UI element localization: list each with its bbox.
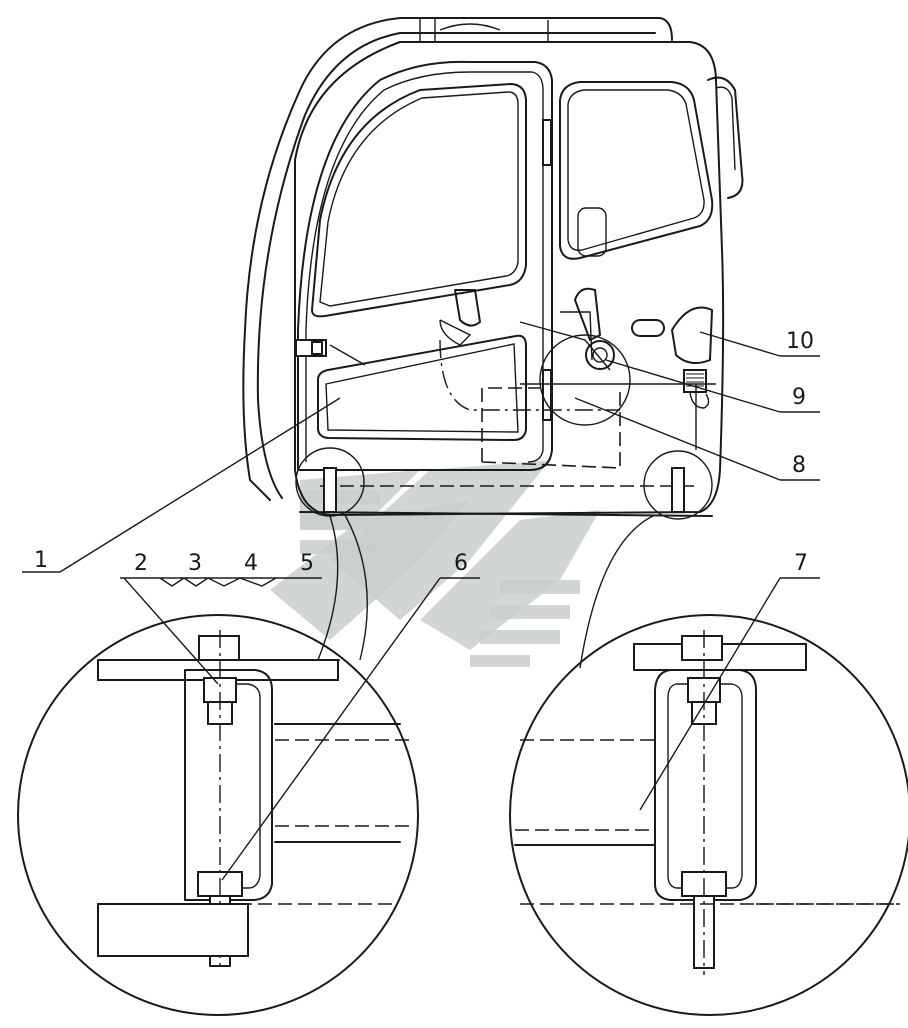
mount-bolt-left <box>323 467 337 513</box>
door-stopper-assembly <box>439 287 631 426</box>
door-upper-window <box>311 83 527 318</box>
callout-2: 2 <box>134 551 148 576</box>
door-lock-switch <box>311 341 323 355</box>
door-lower-window <box>317 334 527 441</box>
detail-left-bolt-head <box>198 635 240 661</box>
callout-7: 7 <box>794 551 808 576</box>
callout-9: 9 <box>792 385 806 410</box>
callout-1: 1 <box>34 548 48 573</box>
callout-labels: 1 2 3 4 5 6 7 8 9 10 <box>34 329 814 576</box>
window-latch <box>577 207 607 257</box>
floor-outline-dashed <box>481 387 621 469</box>
detail-right-bolt-head <box>681 635 723 661</box>
vent-slot <box>631 319 665 337</box>
rear-bracket <box>520 306 716 450</box>
detail-left-circle <box>17 614 419 1016</box>
callout-4: 4 <box>244 551 258 576</box>
mount-detail-circle-right <box>643 450 713 520</box>
mount-bolt-right <box>671 467 685 513</box>
watermark-logo <box>270 460 600 667</box>
callout-3: 3 <box>188 551 202 576</box>
detail-left <box>17 614 419 1016</box>
callout-8: 8 <box>792 453 806 478</box>
callout-10: 10 <box>786 329 814 354</box>
door-upper-window-inner <box>319 91 519 307</box>
door-handle <box>454 289 481 327</box>
callout-6: 6 <box>454 551 468 576</box>
leader-lines <box>22 331 820 881</box>
door-lower-window-inner <box>325 343 519 433</box>
detail-right-circle <box>509 614 908 1016</box>
callout-5: 5 <box>300 551 314 576</box>
detail-right <box>509 614 908 1016</box>
door-panel <box>297 60 553 471</box>
detail-left-base-beam <box>97 903 249 957</box>
rear-side-window <box>559 81 714 260</box>
